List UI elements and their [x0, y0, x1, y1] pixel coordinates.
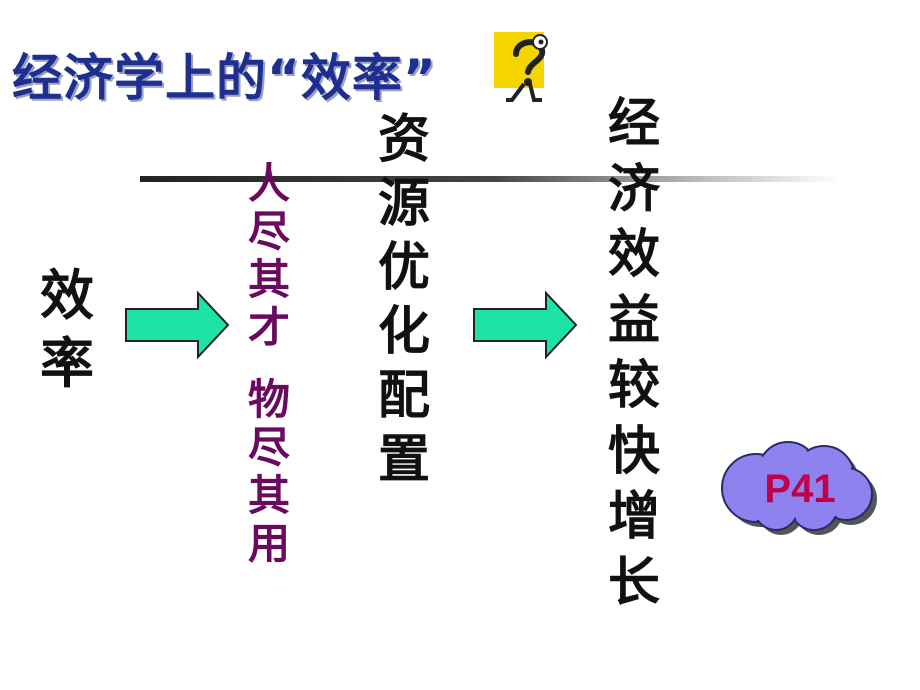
- people-char: 尽: [248, 207, 291, 256]
- people-things-column: 人 尽 其 才 物 尽 其 用: [248, 160, 290, 568]
- divider-line: [140, 176, 840, 182]
- people-char: 其: [248, 471, 291, 520]
- resources-char: 置: [378, 430, 431, 490]
- growth-char: 增: [608, 487, 661, 547]
- resources-char: 优: [378, 238, 431, 298]
- resources-char: 化: [378, 302, 431, 362]
- cloud-icon[interactable]: P41: [716, 436, 886, 536]
- efficiency-char: 率: [40, 332, 94, 395]
- growth-char: 长: [608, 552, 661, 613]
- growth-char: 益: [608, 290, 661, 351]
- right-arrow-icon: [125, 290, 230, 360]
- resources-char: 资: [378, 110, 431, 170]
- growth-char: 效: [608, 225, 661, 285]
- resources-column: 资 源 优 化 配 置: [378, 108, 430, 492]
- growth-char: 济: [608, 159, 661, 220]
- question-figure-icon: [494, 32, 548, 102]
- people-char: 尽: [248, 423, 291, 472]
- resources-char: 源: [378, 174, 431, 234]
- slide-title: 经济学上的“效率”: [12, 49, 437, 107]
- people-char: 用: [248, 519, 291, 568]
- people-char: 物: [248, 375, 291, 424]
- right-arrow-icon: [473, 290, 578, 360]
- growth-column: 经 济 效 益 较 快 增 长: [608, 92, 660, 616]
- growth-char: 快: [608, 421, 661, 482]
- growth-char: 经: [608, 94, 661, 154]
- people-char: 其: [248, 255, 291, 304]
- people-char: 才: [248, 303, 291, 352]
- growth-char: 较: [608, 356, 661, 416]
- efficiency-char: 效: [40, 264, 94, 327]
- efficiency-column: 效 率: [40, 262, 94, 398]
- resources-char: 配: [378, 366, 431, 426]
- page-reference-badge: P41: [764, 467, 835, 511]
- people-char: 人: [248, 159, 291, 208]
